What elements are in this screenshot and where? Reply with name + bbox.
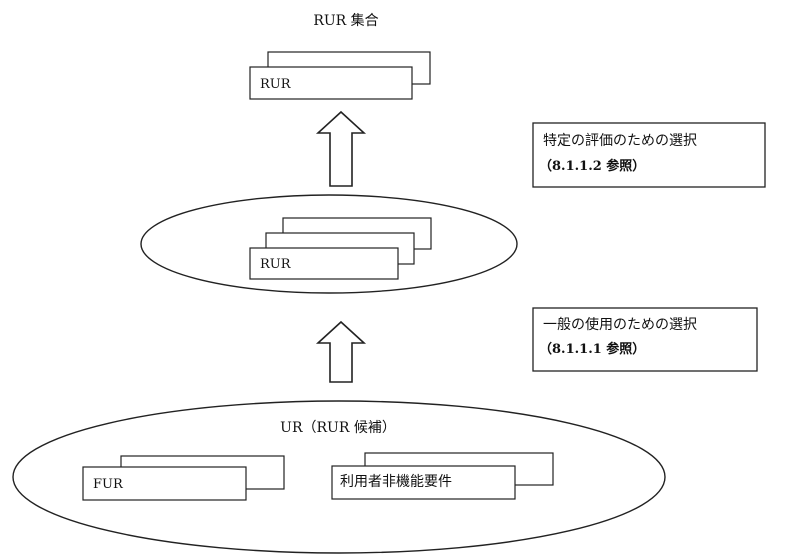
nonfunctional-front-card: [331, 465, 516, 500]
ur-candidates-title: UR（RUR 候補）: [280, 420, 396, 436]
arrow-up-lower: [315, 320, 367, 383]
rur-set-title: RUR 集合: [313, 12, 378, 29]
middle-rur-stack: RUR: [249, 217, 432, 280]
nonfunctional-label: 利用者非機能要件: [340, 474, 452, 490]
fur-stack: FUR: [82, 455, 285, 501]
note-general-line1: 一般の使用のための選択: [543, 316, 697, 333]
note-specific-box: [532, 122, 766, 188]
note-general-line2: （8.1.1.1 参照）: [539, 341, 645, 357]
arrow-up-upper: [315, 110, 367, 187]
note-specific-evaluation: 特定の評価のための選択 （8.1.1.2 参照）: [532, 122, 766, 188]
rur-set-box-label: RUR: [260, 77, 292, 92]
note-general-use: 一般の使用のための選択 （8.1.1.1 参照）: [532, 307, 758, 372]
fur-front-card: [82, 466, 247, 501]
rur-set-front-card: [249, 66, 413, 100]
note-specific-line1: 特定の評価のための選択: [543, 133, 697, 149]
nonfunctional-stack: 利用者非機能要件: [331, 452, 554, 500]
middle-rur-card-front: [249, 247, 399, 280]
rur-set-stack: RUR: [249, 51, 431, 100]
middle-rur-box-label: RUR: [260, 257, 292, 272]
note-general-box: [532, 307, 758, 372]
note-specific-line2: （8.1.1.2 参照）: [539, 158, 645, 174]
fur-label: FUR: [93, 477, 124, 492]
